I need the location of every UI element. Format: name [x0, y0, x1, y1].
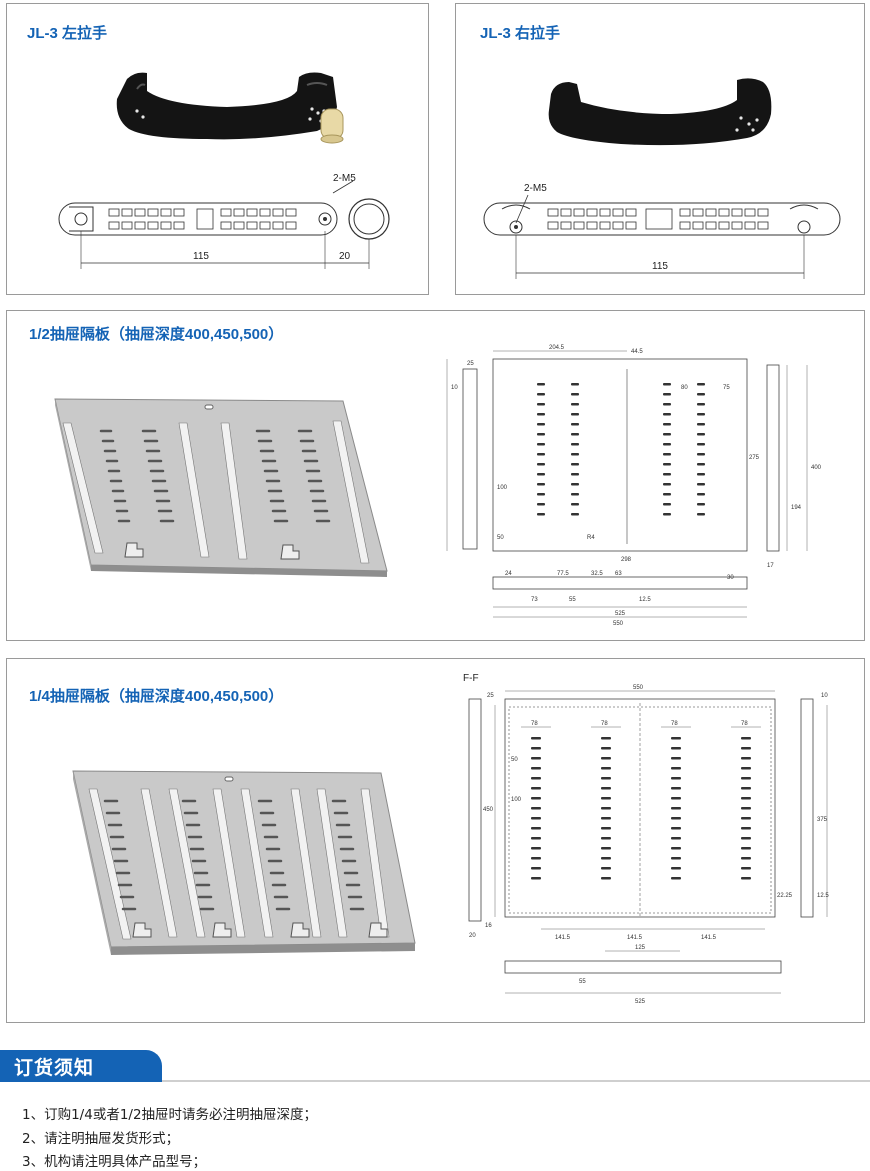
left-dim-115: 115 — [193, 251, 209, 262]
quarter-dim-11: 20 — [469, 933, 476, 939]
quarter-dim-1: 25 — [487, 693, 494, 699]
quarter-dim-15: 525 — [635, 999, 646, 1005]
quarter-dim-6: 100 — [511, 797, 522, 803]
half-dim-18: 525 — [615, 611, 626, 617]
half-dim-1: 44.5 — [631, 349, 643, 355]
half-dim-11: 24 — [505, 571, 512, 577]
quarter-dim-5: 50 — [511, 757, 518, 763]
half-dim-2: 25 — [467, 361, 474, 367]
quarter-dim-12: 16 — [485, 923, 492, 929]
half-dim-14: 63 — [615, 571, 622, 577]
half-dim-21: 194 — [791, 505, 802, 511]
quarter-divider-render — [72, 770, 416, 955]
half-dim-5: 75 — [723, 385, 730, 391]
half-dim-22: 17 — [767, 563, 774, 569]
left-dim-20: 20 — [339, 251, 351, 262]
half-divider-drawing: 204.5 44.5 25 10 80 75 275 100 50 R4 298… — [446, 345, 822, 627]
half-dim-3: 10 — [451, 385, 458, 391]
quarter-dim-10b: 141.5 — [627, 935, 643, 941]
quarter-dim-2: 10 — [821, 693, 828, 699]
quarter-divider-drawing: F-F 550 25 10 78 78 78 78 450 50 1 — [463, 673, 829, 1005]
half-dim-6: 275 — [749, 455, 760, 461]
half-dim-4: 80 — [681, 385, 688, 391]
ordering-header-tab — [0, 1050, 162, 1082]
half-dim-8: 50 — [497, 535, 504, 541]
quarter-dim-0: 550 — [633, 685, 644, 691]
quarter-dim-3c: 78 — [671, 721, 678, 727]
right-hole-label: 2-M5 — [524, 183, 547, 194]
half-dim-10: 298 — [621, 557, 632, 563]
quarter-dim-3a: 78 — [531, 721, 538, 727]
quarter-dim-4: 450 — [483, 807, 494, 813]
half-dim-7: 100 — [497, 485, 508, 491]
ordering-note-2: 2、请注明抽屉发货形式； — [22, 1131, 180, 1147]
half-dim-13: 32.5 — [591, 571, 603, 577]
left-hole-label: 2-M5 — [333, 173, 356, 184]
right-handle-drawing: 2-M5 115 — [483, 183, 841, 279]
quarter-dim-3b: 78 — [601, 721, 608, 727]
ordering-note-3: 3、机构请注明具体产品型号； — [22, 1154, 207, 1170]
ordering-note-1: 1、订购1/4或者1/2抽屉时请务必注明抽屉深度； — [22, 1107, 318, 1123]
half-dim-0: 204.5 — [549, 345, 565, 351]
right-dim-115: 115 — [652, 261, 668, 272]
half-divider-render — [54, 398, 388, 577]
quarter-divider-panel: 1/4抽屉隔板（抽屉深度400,450,500） — [6, 658, 865, 1023]
left-handle-drawing: 2-M5 115 20 — [58, 173, 390, 269]
ordering-title: 订货须知 — [14, 1057, 95, 1079]
right-handle-panel: JL-3 右拉手 2-M5 115 — [455, 3, 865, 295]
quarter-dim-10c: 141.5 — [701, 935, 717, 941]
quarter-dim-3d: 78 — [741, 721, 748, 727]
quarter-dim-10a: 141.5 — [555, 935, 571, 941]
left-handle-panel: JL-3 左拉手 2-M5 115 20 — [6, 3, 429, 295]
right-handle-title: JL-3 右拉手 — [480, 25, 561, 42]
quarter-dim-7: 375 — [817, 817, 828, 823]
left-handle-photo — [116, 72, 344, 144]
half-dim-17: 12.5 — [639, 597, 651, 603]
ordering-header-rule — [162, 1080, 870, 1082]
half-dim-23: 30 — [727, 575, 734, 581]
half-dim-16: 55 — [569, 597, 576, 603]
right-handle-photo — [548, 78, 772, 146]
quarter-dim-9: 12.5 — [817, 893, 829, 899]
half-dim-15: 73 — [531, 597, 538, 603]
quarter-divider-title: 1/4抽屉隔板（抽屉深度400,450,500） — [29, 688, 284, 705]
half-dim-9: R4 — [587, 535, 595, 541]
half-divider-title: 1/2抽屉隔板（抽屉深度400,450,500） — [29, 326, 284, 343]
left-handle-title: JL-3 左拉手 — [27, 25, 108, 42]
half-dim-20: 400 — [811, 465, 822, 471]
quarter-dim-13: 125 — [635, 945, 646, 951]
half-dim-19: 550 — [613, 621, 624, 627]
quarter-section-label: F-F — [463, 673, 479, 684]
quarter-dim-8: 22.25 — [777, 893, 793, 899]
half-divider-panel: 1/2抽屉隔板（抽屉深度400,450,500） — [6, 310, 865, 641]
half-dim-12: 77.5 — [557, 571, 569, 577]
quarter-dim-14: 55 — [579, 979, 586, 985]
